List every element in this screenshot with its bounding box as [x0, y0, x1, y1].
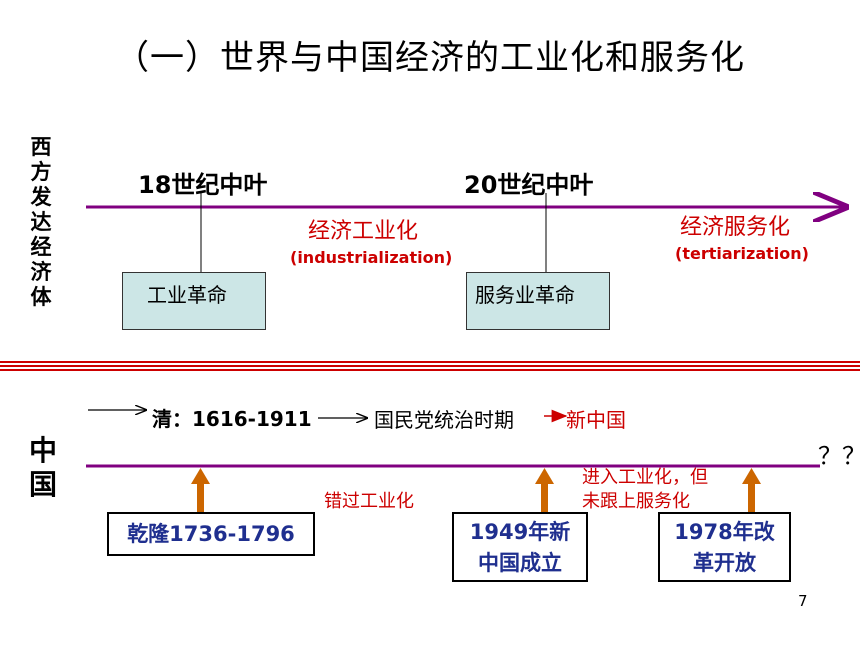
page-title: （一）世界与中国经济的工业化和服务化: [115, 38, 745, 78]
page-number: 7: [798, 592, 808, 610]
entered-line-1: 进入工业化，但: [582, 467, 708, 488]
tertiarization-en-label: (tertiarization): [675, 244, 809, 263]
entered-line-2: 未跟上服务化: [582, 491, 690, 512]
reform-box-line-1: 1978年改: [674, 520, 775, 544]
entered-industrialization-note: 进入工业化，但 未跟上服务化: [582, 466, 708, 514]
tertiarization-label: 经济服务化: [680, 215, 791, 240]
era1-label: 18世纪中叶: [138, 171, 268, 199]
era2-label: 20世纪中叶: [464, 171, 594, 199]
china-label: 中国: [28, 434, 57, 501]
missed-industrialization-label: 错过工业化: [324, 491, 414, 512]
service-revolution-label: 服务业革命: [475, 283, 575, 307]
industrial-revolution-box: 工业革命: [122, 272, 266, 330]
reform-opening-box: 1978年改 革开放: [658, 512, 791, 582]
up-arrow-3: [742, 468, 761, 512]
qianlong-box: 乾隆1736-1796: [107, 512, 315, 556]
service-revolution-box: 服务业革命: [466, 272, 610, 330]
kmt-label: 国民党统治时期: [374, 408, 514, 432]
question-marks: ？？: [818, 442, 860, 470]
new-china-box-line-1: 1949年新: [469, 520, 571, 544]
qing-label: 清：1616-1911: [152, 407, 312, 431]
industrial-revolution-label: 工业革命: [147, 283, 227, 307]
new-china-box: 1949年新 中国成立: [452, 512, 588, 582]
qianlong-label: 乾隆1736-1796: [127, 522, 295, 546]
new-china-box-line-2: 中国成立: [478, 551, 562, 575]
west-label: 西方发达经济体: [30, 135, 52, 309]
new-china-label: 新中国: [566, 408, 626, 432]
reform-box-line-2: 革开放: [693, 551, 756, 575]
industrialization-label: 经济工业化: [308, 219, 419, 244]
up-arrow-1: [191, 468, 210, 512]
up-arrow-2: [535, 468, 554, 512]
industrialization-en-label: (industrialization): [290, 248, 453, 267]
